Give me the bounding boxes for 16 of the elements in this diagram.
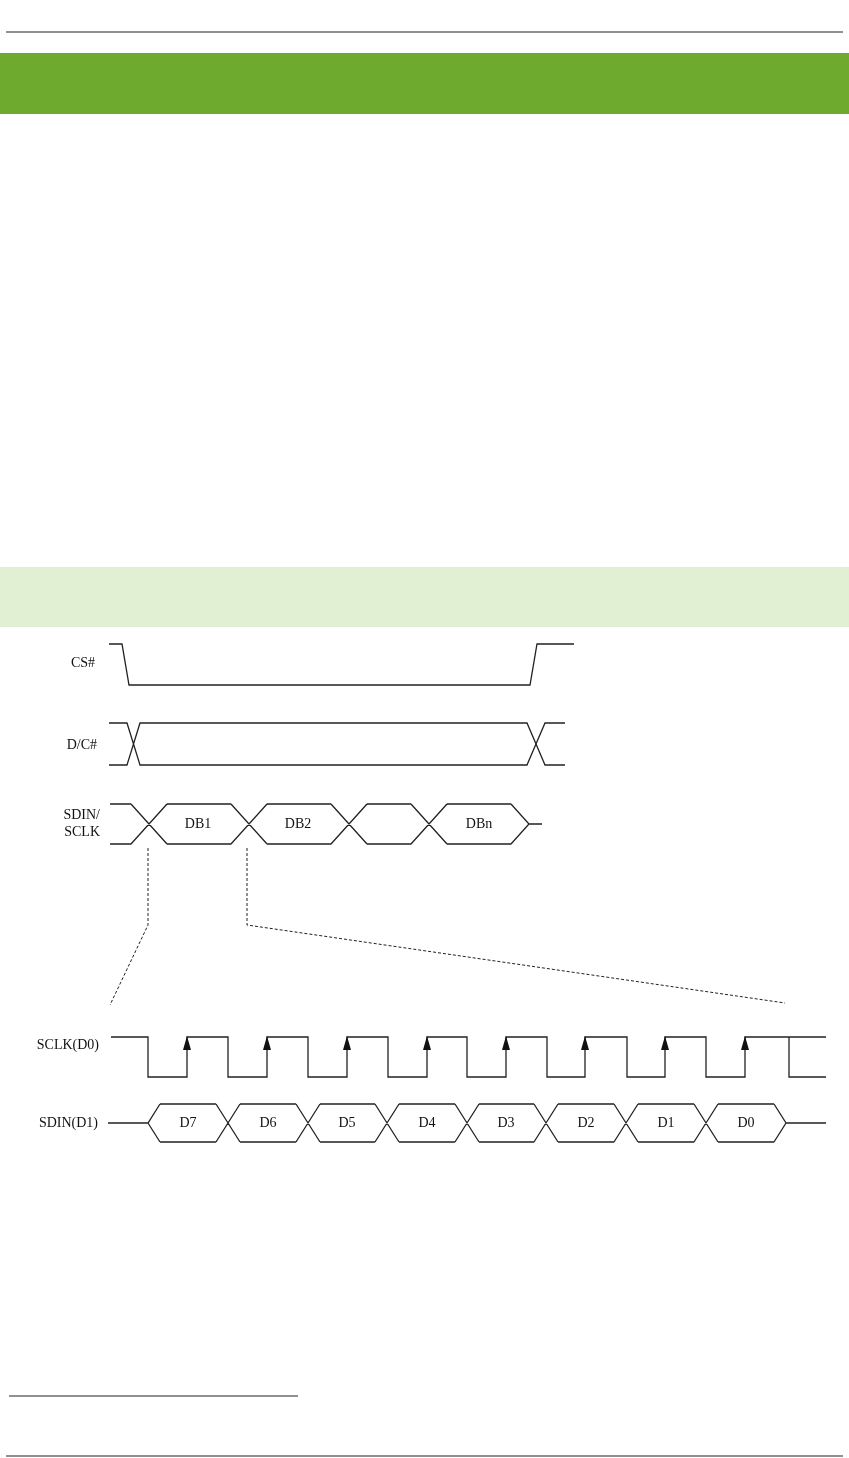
bus-value-label: DB2	[284, 815, 312, 833]
signal-label: SDIN/ SCLK	[62, 807, 100, 841]
bit-value-label: D6	[259, 1114, 277, 1132]
signal-label: CS#	[70, 654, 95, 672]
signal-label: D/C#	[66, 736, 97, 754]
bit-value-label: D5	[338, 1114, 356, 1132]
bit-value-label: D0	[737, 1114, 755, 1132]
bit-value-label: D1	[657, 1114, 675, 1132]
signal-label: SDIN(D1)	[38, 1114, 98, 1132]
bit-value-label: D7	[179, 1114, 197, 1132]
bit-value-label: D4	[418, 1114, 436, 1132]
bit-value-label: D3	[497, 1114, 515, 1132]
bit-value-label: D2	[577, 1114, 595, 1132]
bus-value-label: DBn	[465, 815, 493, 833]
bus-value-label: DB1	[184, 815, 212, 833]
signal-label: SCLK(D0)	[36, 1036, 99, 1054]
